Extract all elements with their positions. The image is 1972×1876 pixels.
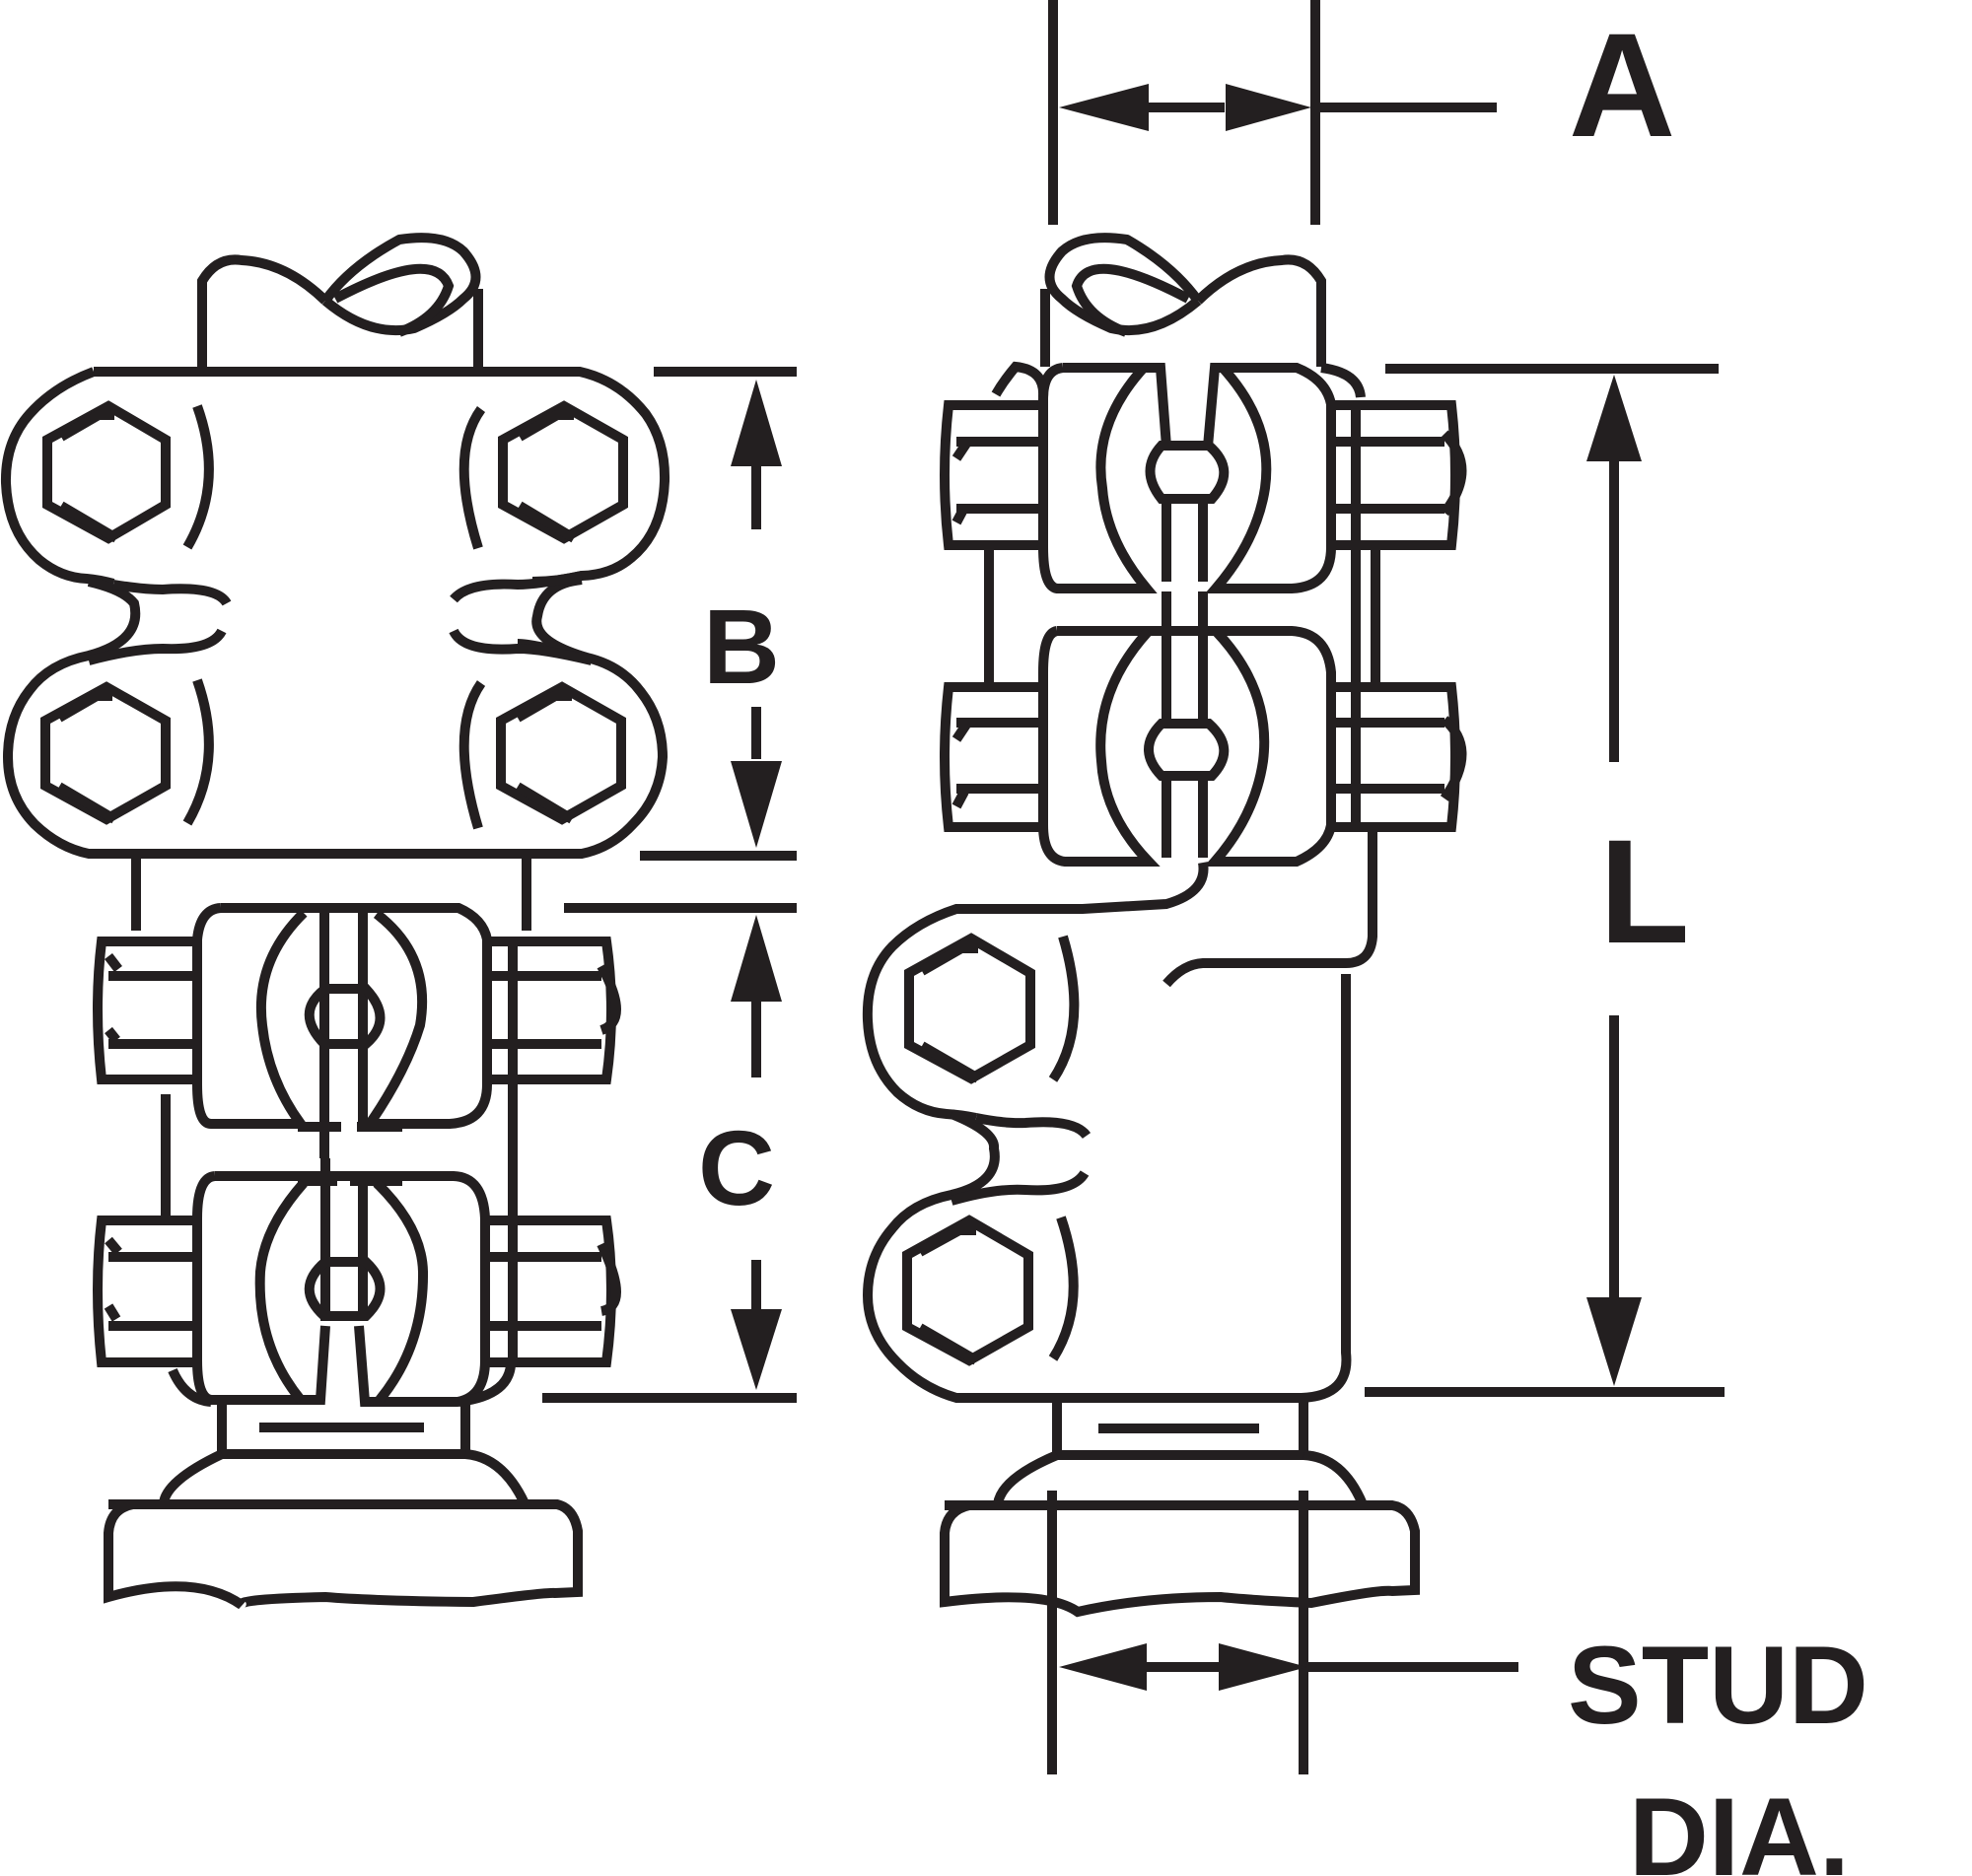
left-upper-hex-nut-3 [40,681,171,825]
stud-dia-arrow-left [1059,1643,1147,1691]
label-B: B [703,587,780,706]
dimension-B-arrow-down [731,761,782,848]
stud-dia-arrow-right [1219,1643,1307,1691]
dimension-A: A [1048,0,1675,225]
label-A: A [1569,2,1675,168]
right-clamp-assembly [862,233,1467,1618]
right-lower-hex-nut-2 [902,1215,1033,1366]
dimension-A-arrow-right [1226,84,1311,131]
right-assembly-left-studs [940,400,1040,832]
dimension-stud-dia: STUD DIA. [1047,1491,1868,1876]
left-upper-hex-nut-2 [498,400,628,544]
left-upper-hex-nut-4 [496,681,626,825]
right-assembly-right-studs [1334,400,1467,832]
right-top-wing-nut [1040,233,1326,367]
label-stud: STUD [1568,1624,1868,1747]
dimension-C-arrow-up [731,915,782,1002]
dimension-L-arrow-up [1586,375,1642,461]
left-top-wing-nut [197,233,483,367]
left-upper-clamp-block [0,367,670,859]
left-upper-hex-nut-1 [42,400,171,544]
right-base [940,1400,1420,1618]
left-assembly-left-studs [93,937,193,1367]
left-assembly-right-studs [489,937,621,1367]
label-dia: DIA. [1629,1775,1850,1876]
dimension-B: B [640,367,797,861]
left-base [104,1403,583,1610]
dimension-L-arrow-down [1586,1297,1642,1386]
label-C: C [698,1108,775,1227]
right-lower-hex-nut-1 [904,933,1035,1084]
right-lower-clamp-block [862,831,1377,1403]
dimension-L: L [1365,364,1725,1397]
right-upper-clamp-blocks [991,361,1366,867]
label-L: L [1599,808,1690,974]
dimension-A-arrow-left [1059,84,1149,131]
dimension-C: C [542,903,797,1403]
dimension-C-arrow-down [731,1309,782,1390]
left-lower-clamp-block [168,903,516,1407]
left-clamp-assembly [0,233,670,1610]
dimension-B-arrow-up [731,380,782,466]
